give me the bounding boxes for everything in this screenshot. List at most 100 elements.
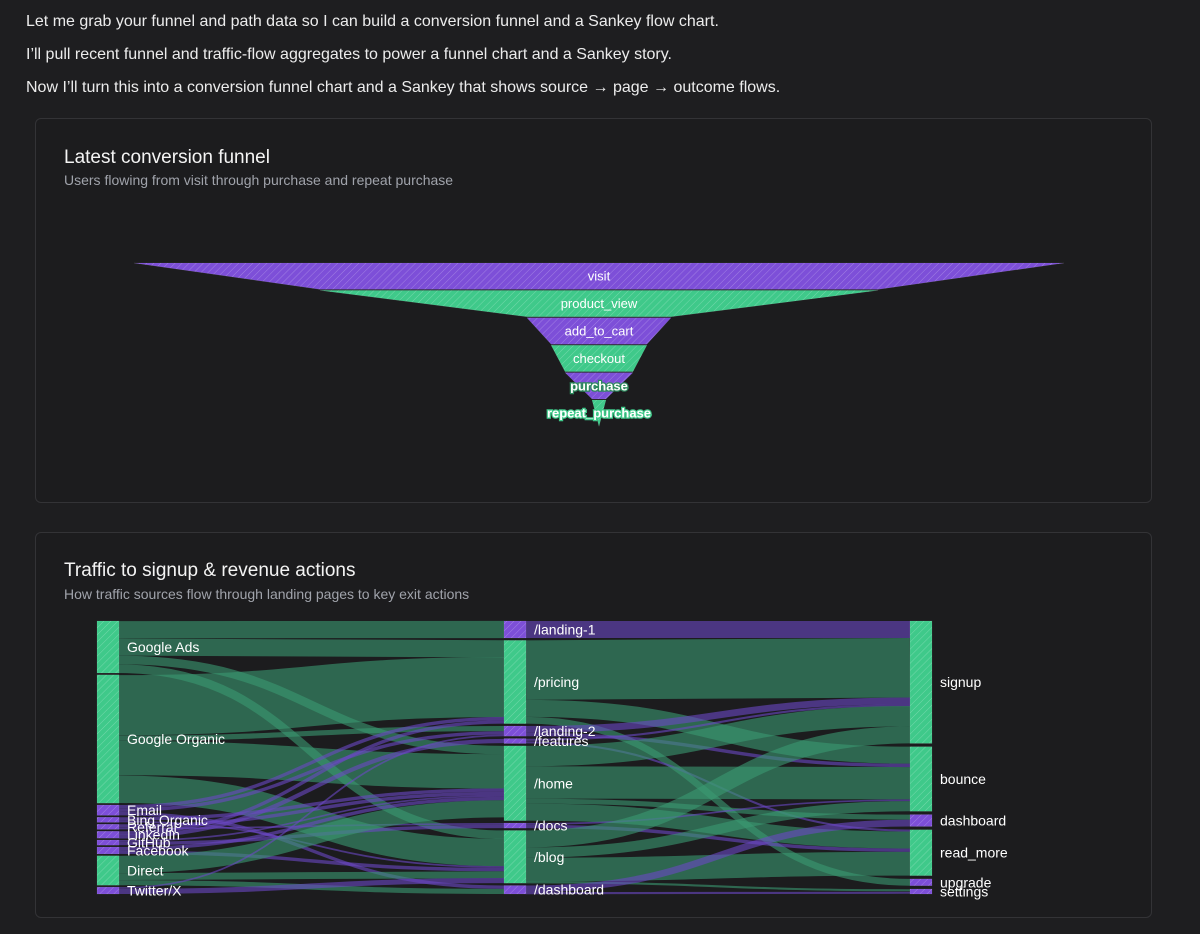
intro-line-3: Now I’ll turn this into a conversion fun… [26, 79, 781, 96]
sankey-link-home-to-signup [525, 706, 911, 767]
sankey-node-twitter-x [96, 886, 120, 895]
sankey-node-label-signup: signup [940, 674, 981, 690]
sankey-node-features [503, 738, 527, 744]
sankey-node-docs [503, 822, 527, 829]
sankey-link-twitter-x-to-landing-2 [118, 734, 505, 889]
funnel-segment-add-to-cart [526, 317, 672, 345]
sankey-link-google-organic-to-blog [118, 775, 505, 867]
sankey-node-direct [96, 855, 120, 886]
sankey-link-dashboard-to-dashboard [525, 819, 911, 893]
sankey-node-label-dashboard: /dashboard [534, 882, 604, 898]
sankey-link-twitter-x-to-blog [118, 878, 505, 894]
sankey-node-label-landing-1: /landing-1 [534, 622, 596, 638]
sankey-link-direct-to-blog [118, 871, 505, 881]
sankey-link-referral-to-home [118, 791, 505, 828]
sankey-link-facebook-to-home [118, 796, 505, 851]
sankey-link-blog-to-bounce [525, 801, 911, 858]
funnel-segment-repeat-purchase [591, 399, 607, 428]
sankey-link-github-to-home [118, 795, 505, 842]
intro-line-1: Let me grab your funnel and path data so… [26, 13, 719, 30]
sankey-node-label-pricing: /pricing [534, 674, 579, 690]
sankey-node-label-settings: settings [940, 884, 988, 900]
sankey-node-label-upgrade: upgrade [940, 874, 992, 890]
funnel-segments [133, 262, 1065, 428]
funnel-chart-card: Latest conversion funnel Users flowing f… [35, 118, 1152, 503]
funnel-chart-title: Latest conversion funnel [64, 147, 270, 168]
sankey-node-label-bounce: bounce [940, 771, 986, 787]
sankey-node-label-google-organic: Google Organic [127, 731, 225, 747]
sankey-node-dashboard [909, 814, 933, 827]
sankey-node-read-more [909, 829, 933, 876]
funnel-chart: visit product_view add_to_cart checkout purc… [133, 262, 1065, 428]
sankey-link-landing-2-to-signup [525, 697, 911, 733]
sankey-link-blog-to-read-more [525, 851, 911, 882]
sankey-node-label-direct: Direct [127, 863, 164, 879]
sankey-link-linkedin-to-features [118, 738, 505, 839]
sankey-node-bing-organic [96, 816, 120, 823]
sankey-link-google-ads-to-pricing [118, 638, 505, 658]
sankey-node-label-dashboard: dashboard [940, 813, 1006, 829]
sankey-node-upgrade [909, 878, 933, 886]
funnel-label-visit: visit [588, 269, 611, 284]
intro-line-2: I’ll pull recent funnel and traffic-flow… [26, 46, 672, 63]
sankey-link-home-to-dashboard [525, 798, 911, 820]
sankey-node-label-bing-organic: Bing Organic [127, 812, 208, 828]
sankey-link-features-to-signup [525, 704, 911, 741]
sankey-link-email-to-landing-2 [118, 731, 505, 812]
sankey-node-landing-1 [503, 620, 527, 639]
sankey-node-facebook [96, 846, 120, 855]
sankey-node-label-read-more: read_more [940, 845, 1008, 861]
sankey-node-label-referral: Referral [127, 819, 177, 835]
sankey-chart-title: Traffic to signup & revenue actions [64, 560, 356, 581]
sankey-node-label-linkedin: LinkedIn [127, 827, 180, 843]
sankey-link-email-to-pricing [118, 716, 505, 809]
sankey-link-google-organic-to-pricing [118, 657, 505, 736]
sankey-link-google-organic-to-home [118, 740, 505, 789]
sankey-node-google-organic [96, 674, 120, 804]
sankey-link-direct-to-home [118, 800, 505, 874]
sankey-node-label-email: Email [127, 802, 162, 818]
sankey-node-label-home: /home [534, 775, 573, 791]
intro-text: Let me grab your funnel and path data so… [26, 12, 1176, 111]
funnel-segment-product-view [319, 290, 879, 318]
sankey-node-pricing [503, 640, 527, 724]
sankey-node-label-facebook: Facebook [127, 842, 189, 858]
funnel-segment-checkout [550, 344, 648, 372]
sankey-node-label-landing-2: /landing-2 [534, 723, 596, 739]
sankey-node-home [503, 745, 527, 821]
sankey-node-bounce [909, 746, 933, 812]
funnel-label-checkout: checkout [573, 351, 625, 366]
sankey-link-landing-2-to-bounce [525, 732, 911, 768]
sankey-node-github [96, 839, 120, 846]
sankey-node-linkedin [96, 830, 120, 839]
sankey-node-landing-2 [503, 725, 527, 737]
sankey-node-dashboard [503, 885, 527, 895]
sankey-chart-subtitle: How traffic sources flow through landing… [64, 586, 470, 602]
funnel-segment-purchase [564, 372, 634, 400]
funnel-label-add-to-cart: add_to_cart [565, 324, 634, 339]
sankey-node-label-features: /features [534, 733, 588, 749]
funnel-chart-subtitle: Users flowing from visit through purchas… [64, 172, 454, 188]
sankey-node-label-docs: /docs [534, 818, 567, 834]
funnel-segment-visit [133, 262, 1065, 290]
sankey-links [118, 620, 911, 895]
sankey-chart-card: Traffic to signup & revenue actions How … [35, 532, 1152, 918]
sankey-link-blog-to-signup [525, 726, 911, 848]
funnel-label-product-view: product_view [561, 296, 638, 311]
funnel-label-repeat-purchase: repeat_purchase [547, 406, 651, 421]
funnel-label-purchase: purchase [570, 378, 628, 393]
sankey-node-google-ads [96, 620, 120, 674]
sankey-link-bing-organic-to-home [118, 788, 505, 821]
sankey-node-settings [909, 888, 933, 895]
sankey-link-docs-to-bounce [525, 799, 911, 825]
sankey-link-linkedin-to-pricing [118, 720, 505, 835]
sankey-node-signup [909, 620, 933, 744]
sankey-node-blog [503, 830, 527, 884]
sankey-node-label-blog: /blog [534, 849, 564, 865]
sankey-node-referral [96, 823, 120, 830]
sankey-node-email [96, 804, 120, 816]
sankey-node-label-twitter-x: Twitter/X [127, 883, 182, 899]
sankey-node-label-google-ads: Google Ads [127, 639, 199, 655]
